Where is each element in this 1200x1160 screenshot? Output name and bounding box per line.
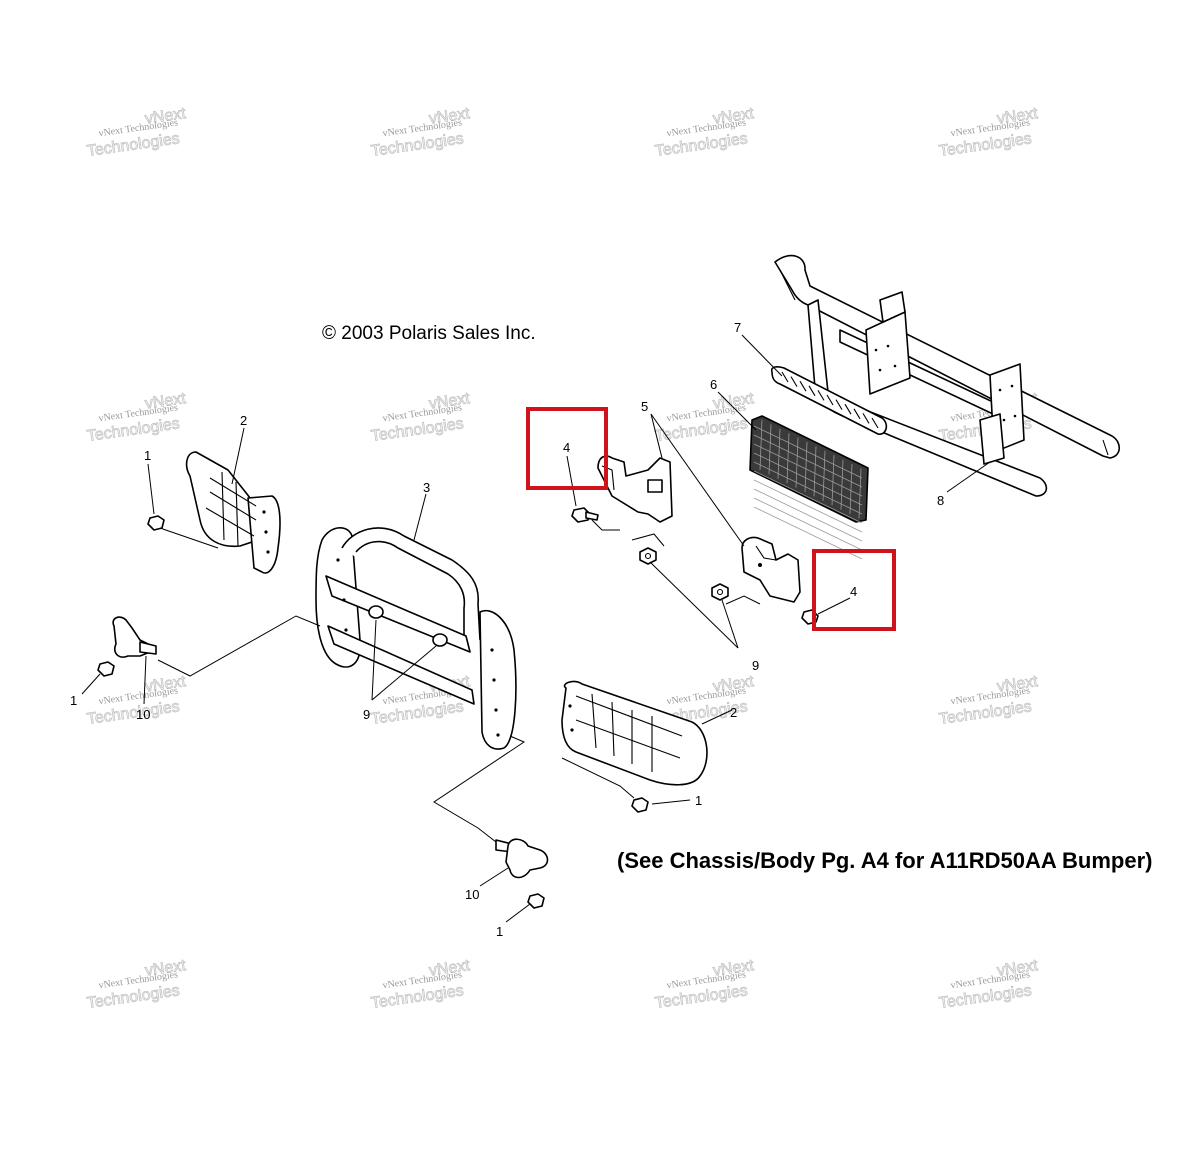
svg-text:vNext: vNext	[428, 390, 471, 413]
svg-text:vNext: vNext	[996, 105, 1039, 128]
callout-4: 4	[850, 584, 857, 599]
svg-text:vNext: vNext	[144, 957, 187, 980]
callout-9: 9	[363, 707, 370, 722]
svg-text:vNext: vNext	[428, 105, 471, 128]
part-9-nut-lower	[711, 583, 729, 601]
callout-5: 5	[641, 399, 648, 414]
chassis-reference-note: (See Chassis/Body Pg. A4 for A11RD50AA B…	[617, 848, 1152, 873]
copyright-text: © 2003 Polaris Sales Inc.	[322, 323, 536, 344]
callout-1: 1	[496, 924, 503, 939]
svg-text:vNext: vNext	[144, 105, 187, 128]
part-1-bolt-lower-middle	[631, 797, 649, 813]
highlight-box-part-4-left	[526, 407, 608, 490]
callout-2: 2	[730, 705, 737, 720]
part-9-nut-upper	[639, 547, 657, 565]
part-4-bolt-left	[571, 507, 599, 523]
svg-text:vNext: vNext	[712, 105, 755, 128]
svg-text:vNext: vNext	[712, 673, 755, 696]
callout-1: 1	[695, 793, 702, 808]
svg-text:vNext: vNext	[144, 390, 187, 413]
svg-text:vNext: vNext	[428, 957, 471, 980]
callout-3: 3	[423, 480, 430, 495]
part-2-side-guard-left	[185, 451, 281, 574]
callout-4: 4	[563, 440, 570, 455]
callout-10: 10	[465, 887, 479, 902]
part-3-brushguard	[315, 527, 517, 750]
part-7-grille-strip	[770, 366, 888, 435]
leader-lines	[81, 334, 991, 923]
callout-7: 7	[734, 320, 741, 335]
part-10-knob-left	[112, 616, 157, 658]
part-2-side-guard-right	[561, 680, 708, 786]
svg-text:vNext: vNext	[996, 673, 1039, 696]
callout-6: 6	[710, 377, 717, 392]
callout-1: 1	[144, 448, 151, 463]
part-1-bolt-bottom	[527, 893, 545, 909]
part-8-bumper	[774, 254, 1121, 497]
svg-text:vNext: vNext	[712, 390, 755, 413]
highlight-box-part-4-right	[812, 549, 896, 631]
svg-text:vNext: vNext	[144, 673, 187, 696]
callout-8: 8	[937, 493, 944, 508]
callout-2: 2	[240, 413, 247, 428]
part-1-bolt-lower-left	[97, 661, 115, 677]
part-5-bracket-left	[597, 455, 673, 523]
callout-1: 1	[70, 693, 77, 708]
callout-10: 10	[136, 707, 150, 722]
svg-text:vNext: vNext	[712, 957, 755, 980]
svg-text:vNext: vNext	[996, 957, 1039, 980]
part-1-bolt-upper-left	[147, 515, 165, 531]
callout-labels: 1 2 3 4 5 6 7 8 4 9 9 1 10 2 1 10 1	[70, 320, 944, 939]
part-10-knob-bottom	[495, 838, 549, 879]
part-5-bracket-right	[741, 536, 801, 603]
part-6-mesh-panel	[749, 415, 869, 560]
callout-9: 9	[752, 658, 759, 673]
